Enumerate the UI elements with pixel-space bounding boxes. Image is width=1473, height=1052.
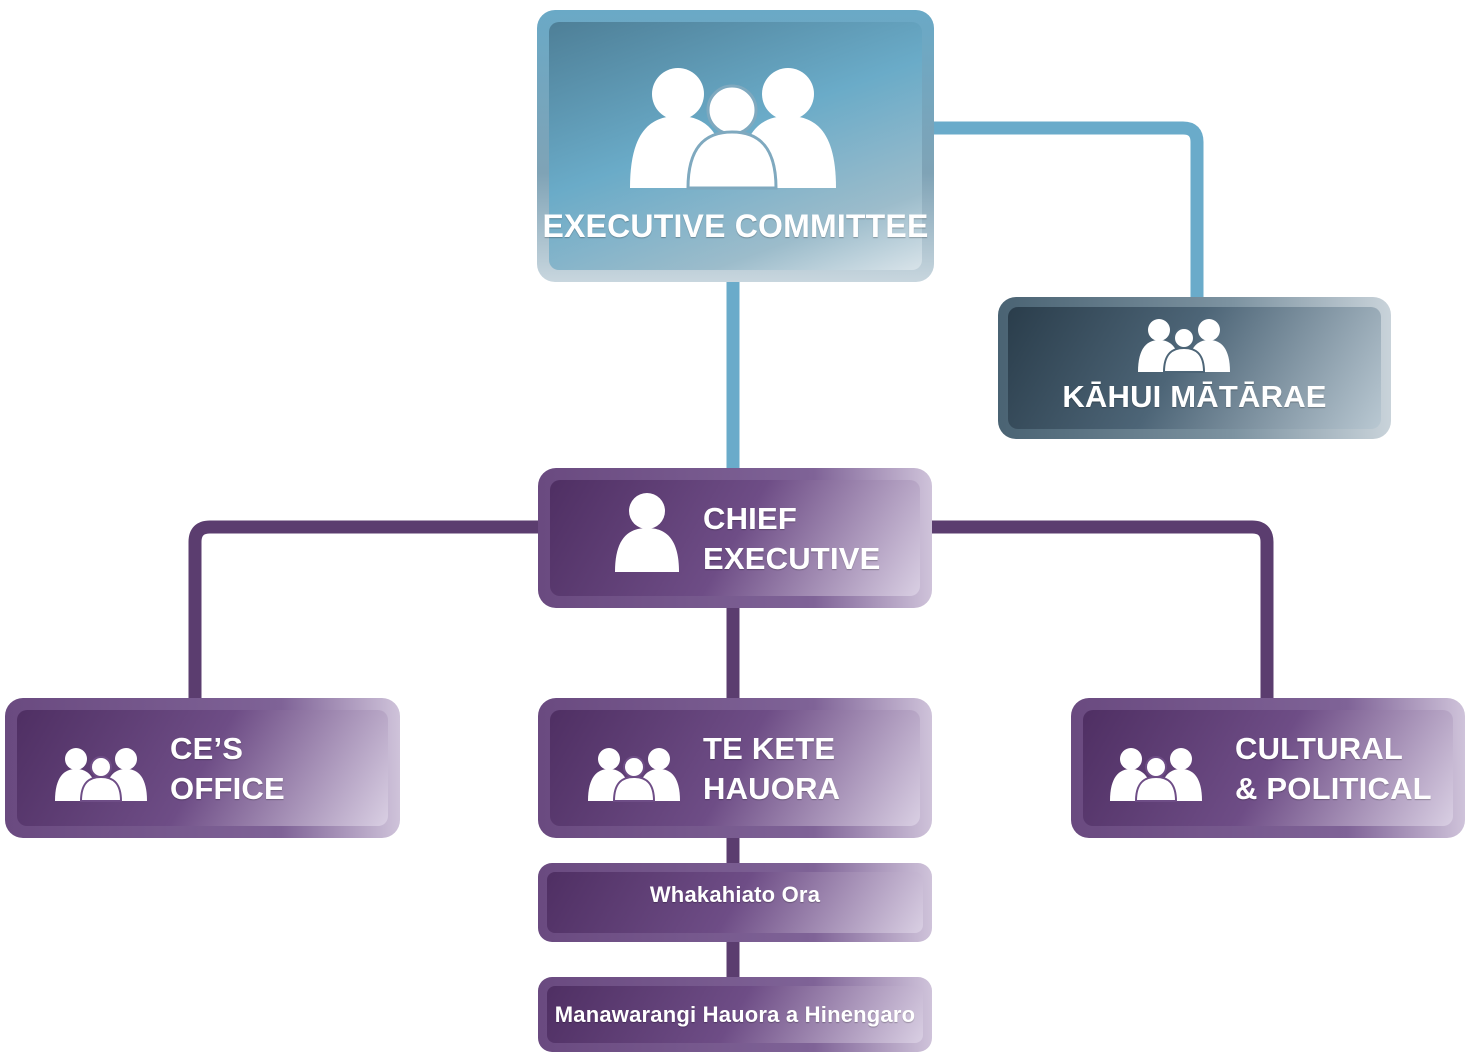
person-icon <box>615 493 679 572</box>
cultural-political-line2: & POLITICAL <box>1235 770 1432 806</box>
kahui-matarae-node: KĀHUI MĀTĀRAE <box>998 297 1391 439</box>
chief-executive-node: CHIEF EXECUTIVE <box>538 468 932 608</box>
ces-office-line1: CE’S <box>170 731 244 766</box>
manawarangi-node: Manawarangi Hauora a Hinengaro <box>538 977 932 1052</box>
group-icon <box>1110 748 1202 802</box>
executive-committee-node: EXECUTIVE COMMITTEE <box>537 10 934 282</box>
ces-office-line2: OFFICE <box>170 770 285 806</box>
chief-executive-line1: CHIEF <box>703 501 797 536</box>
group-icon <box>55 748 147 802</box>
manawarangi-label: Manawarangi Hauora a Hinengaro <box>554 1002 916 1027</box>
whakahiato-ora-label: Whakahiato Ora <box>649 882 821 907</box>
cultural-political-line1: CULTURAL <box>1235 731 1404 766</box>
group-icon <box>630 68 836 190</box>
group-icon <box>1138 319 1230 373</box>
group-icon <box>588 748 680 802</box>
te-kete-hauora-node: TE KETE HAUORA <box>538 698 932 838</box>
te-kete-hauora-line2: HAUORA <box>703 770 841 806</box>
whakahiato-ora-node: Whakahiato Ora <box>538 863 932 942</box>
kahui-matarae-label: KĀHUI MĀTĀRAE <box>1062 379 1327 414</box>
te-kete-hauora-line1: TE KETE <box>703 731 836 766</box>
link-chief-to-cultural <box>930 520 1274 700</box>
chief-executive-line2: EXECUTIVE <box>703 540 881 576</box>
link-chief-to-ces <box>188 520 540 700</box>
link-exec-to-kahui <box>934 121 1204 300</box>
executive-committee-label: EXECUTIVE COMMITTEE <box>542 208 929 244</box>
ces-office-node: CE’S OFFICE <box>5 698 400 838</box>
cultural-political-node: CULTURAL & POLITICAL <box>1071 698 1465 838</box>
